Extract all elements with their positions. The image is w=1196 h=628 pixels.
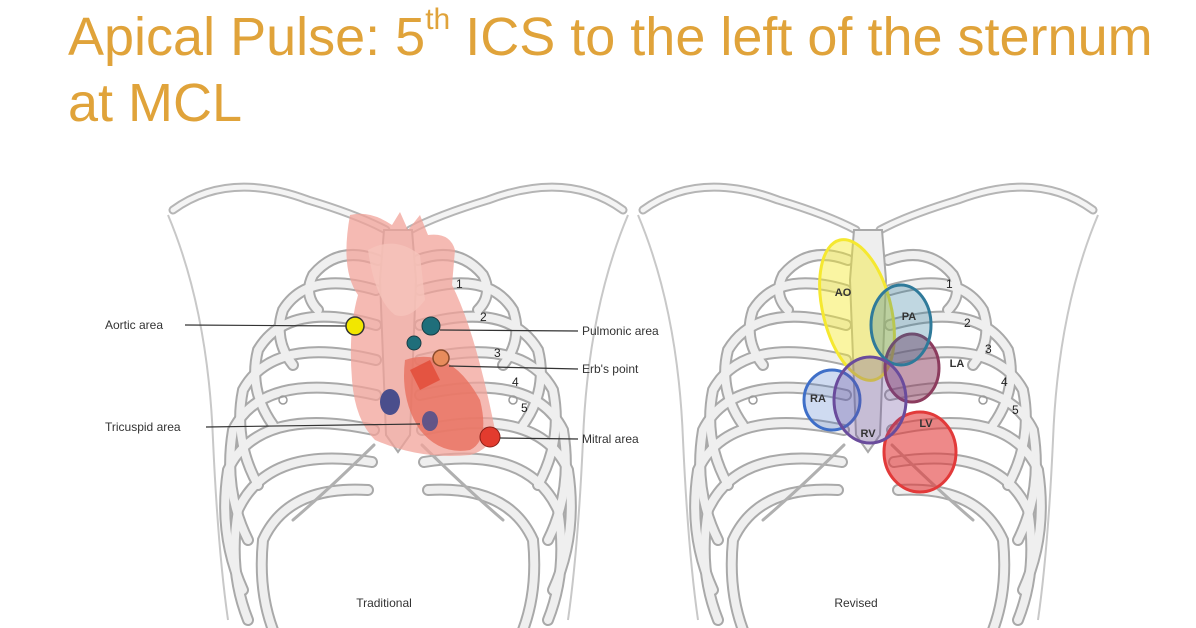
rv-region xyxy=(832,355,908,445)
title-text-rest: ICS to the left of the sternum at MCL xyxy=(68,7,1153,133)
revised-rib-2: 2 xyxy=(964,316,971,330)
pulmonic-area-label: Pulmonic area xyxy=(582,324,659,338)
pulmonic-leader-line xyxy=(439,329,579,332)
erbs-point-dot xyxy=(432,349,450,367)
revised-rib-5: 5 xyxy=(1012,403,1019,417)
la-label: LA xyxy=(950,358,965,370)
mitral-area-dot xyxy=(479,426,501,448)
ra-region xyxy=(802,368,862,432)
traditional-rib-3: 3 xyxy=(494,346,501,360)
revised-rib-1: 1 xyxy=(946,277,953,291)
traditional-rib-4: 4 xyxy=(512,375,519,389)
aortic-area-dot xyxy=(345,316,365,336)
traditional-heart xyxy=(346,212,495,456)
valve-mark xyxy=(410,360,440,390)
rv-label: RV xyxy=(860,428,876,440)
aortic-leader-line xyxy=(184,324,347,327)
pulmonic-area-dot xyxy=(421,316,441,336)
tricuspid-area-dot-2 xyxy=(422,411,438,431)
revised-rib-3: 3 xyxy=(985,342,992,356)
lv-region xyxy=(882,410,958,494)
traditional-diagram: Aortic area Pulmonic area Erb's point Tr… xyxy=(105,187,659,628)
lv-label: LV xyxy=(919,418,933,430)
aortic-area-label: Aortic area xyxy=(105,318,163,332)
traditional-rib-1: 1 xyxy=(456,277,463,291)
erbs-leader-line xyxy=(448,365,579,370)
mitral-leader-line xyxy=(499,437,579,440)
mitral-area-label: Mitral area xyxy=(582,432,639,446)
tricuspid-area-dot xyxy=(380,389,400,415)
ra-label: RA xyxy=(810,393,826,405)
tricuspid-area-label: Tricuspid area xyxy=(105,420,181,434)
title-superscript: th xyxy=(425,3,451,36)
ao-label: AO xyxy=(835,287,852,299)
tricuspid-leader-line xyxy=(205,423,421,428)
revised-rib-4: 4 xyxy=(1001,375,1008,389)
erbs-point-label: Erb's point xyxy=(582,362,639,376)
pulmonic-area-dot-2 xyxy=(406,335,422,351)
pa-region xyxy=(869,283,933,367)
traditional-rib-5: 5 xyxy=(521,401,528,415)
aortic-arch xyxy=(368,243,425,316)
revised-diagram: AO PA LA RA RV LV 1 2 3 4 5 Revised xyxy=(638,187,1098,628)
page-title: Apical Pulse: 5th ICS to the left of the… xyxy=(68,4,1178,136)
title-text: Apical Pulse: 5 xyxy=(68,7,426,67)
revised-caption: Revised xyxy=(834,596,877,610)
traditional-caption: Traditional xyxy=(356,596,412,610)
pa-label: PA xyxy=(902,311,917,323)
traditional-rib-2: 2 xyxy=(480,310,487,324)
